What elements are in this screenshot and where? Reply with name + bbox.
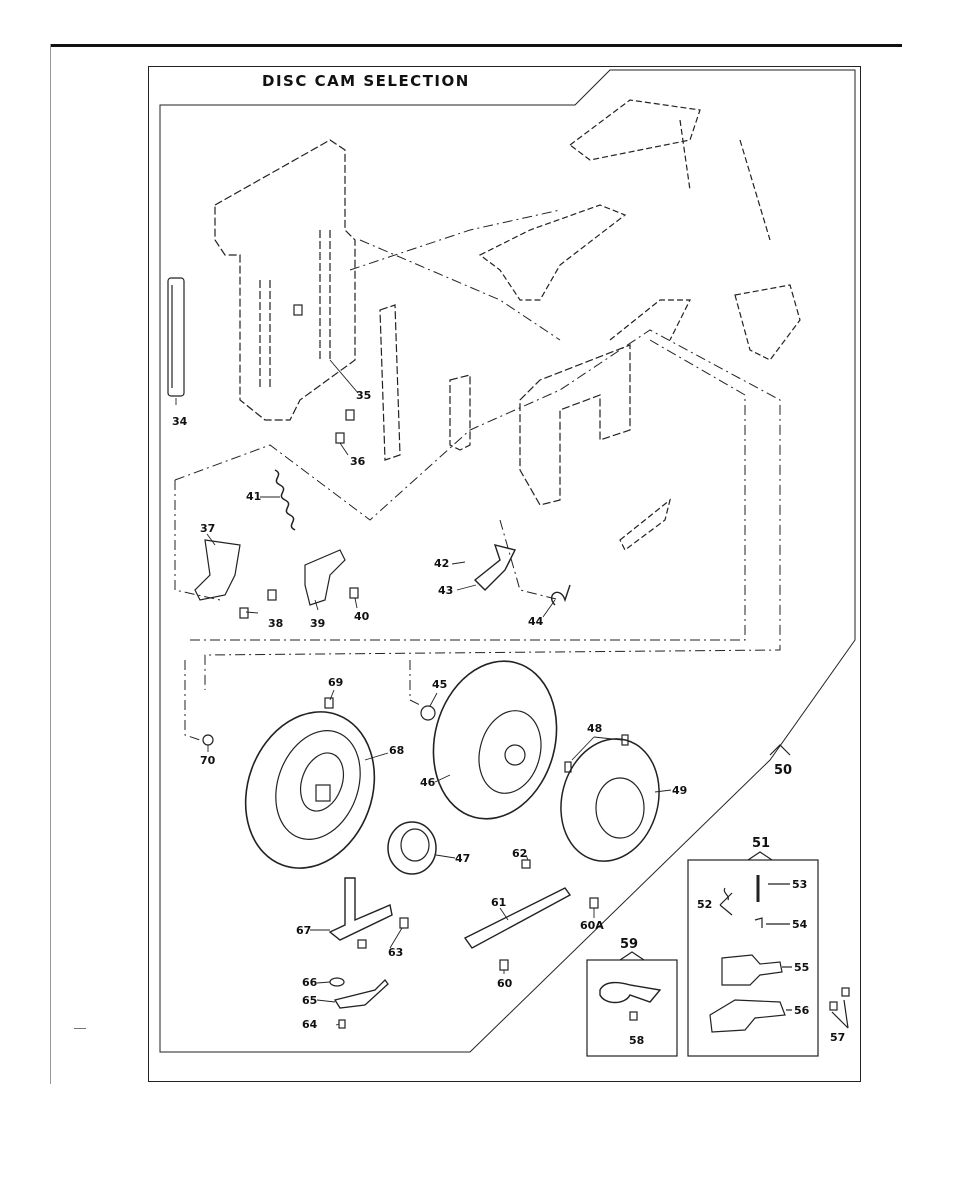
callout-34: 34 (172, 415, 187, 428)
callout-50: 50 (774, 763, 792, 778)
callout-58: 58 (629, 1034, 644, 1047)
callout-36: 36 (350, 455, 365, 468)
callout-66: 66 (302, 976, 317, 989)
callout-55: 55 (794, 961, 809, 974)
callout-46: 46 (420, 776, 435, 789)
part-68-cam (224, 694, 395, 887)
part-70-ring (203, 735, 213, 745)
part-67-bracket (330, 878, 392, 940)
part-34-strip (168, 278, 184, 396)
callout-69: 69 (328, 676, 343, 689)
callout-57: 57 (830, 1031, 845, 1044)
callout-41: 41 (246, 490, 261, 503)
callout-47: 47 (455, 852, 470, 865)
part-66-bushing (330, 978, 344, 986)
part-44-spring (552, 585, 570, 605)
part-59-lever (600, 983, 660, 1003)
part-49-knob (548, 728, 673, 873)
callout-62: 62 (512, 847, 527, 860)
callout-43: 43 (438, 584, 453, 597)
callout-44: 44 (528, 615, 543, 628)
callout-67: 67 (296, 924, 311, 937)
callout-48: 48 (587, 722, 602, 735)
callout-63: 63 (388, 946, 403, 959)
callout-39: 39 (310, 617, 325, 630)
callout-56: 56 (794, 1004, 809, 1017)
callout-45: 45 (432, 678, 447, 691)
callout-38: 38 (268, 617, 283, 630)
callout-68: 68 (389, 744, 404, 757)
callout-54: 54 (792, 918, 807, 931)
callout-37: 37 (200, 522, 215, 535)
group-50-outline (160, 70, 855, 1052)
part-55-bracket (722, 955, 782, 985)
part-43-lever (475, 545, 515, 590)
part-41-spring (275, 470, 295, 530)
main-plate-drawing (215, 140, 355, 420)
callout-49: 49 (672, 784, 687, 797)
screw-icons (240, 305, 598, 970)
callout-51: 51 (752, 836, 770, 851)
part-46-housing (416, 647, 573, 833)
callout-53: 53 (792, 878, 807, 891)
part-37-bracket (195, 540, 240, 600)
part-64-screw (339, 1020, 345, 1028)
part-39-bracket (305, 550, 345, 605)
callout-42: 42 (434, 557, 449, 570)
part-45-washer (421, 706, 435, 720)
callout-64: 64 (302, 1018, 317, 1031)
callout-59: 59 (620, 937, 638, 952)
diagram-title: DISC CAM SELECTION (262, 72, 470, 90)
part-61-lever (465, 888, 570, 948)
callout-65: 65 (302, 994, 317, 1007)
callout-70: 70 (200, 754, 215, 767)
callout-60a: 60A (580, 919, 604, 932)
callout-40: 40 (354, 610, 369, 623)
part-56-bracket (710, 1000, 785, 1032)
callout-61: 61 (491, 896, 506, 909)
callout-60: 60 (497, 977, 512, 990)
callout-52: 52 (697, 898, 712, 911)
callout-35: 35 (356, 389, 371, 402)
vertical-link-drawing (380, 305, 400, 460)
